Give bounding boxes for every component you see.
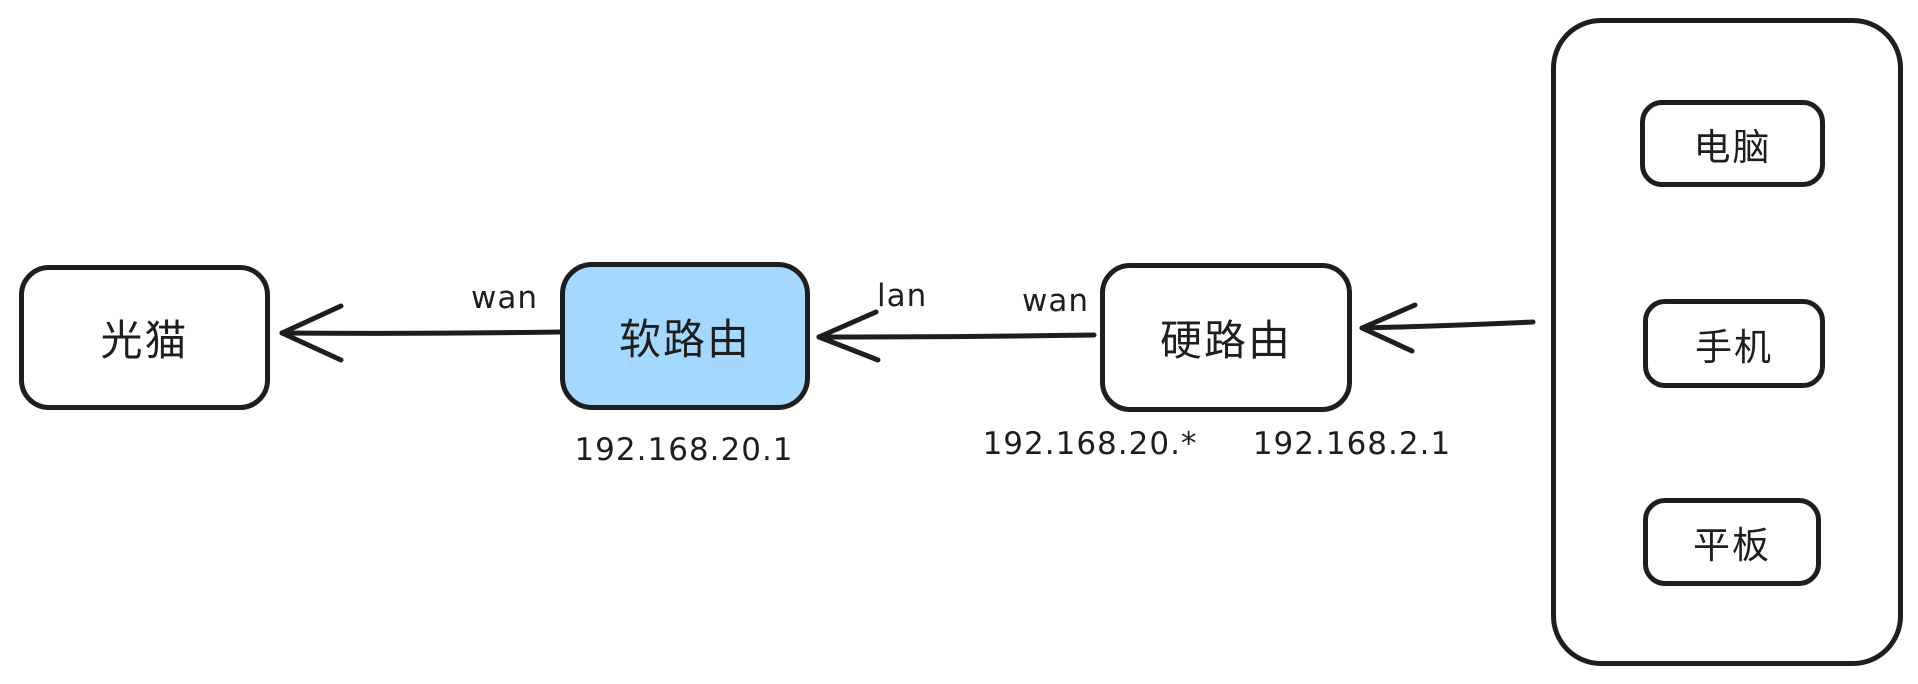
modem-label: 光猫: [100, 317, 189, 364]
wan-label-soft-side: wan: [471, 280, 538, 316]
arrow-devices-to-hard-router: [1359, 302, 1536, 354]
arrow-hard-router-to-soft-router: [816, 309, 1097, 363]
wan-label-hard-side: wan: [1022, 283, 1089, 319]
soft-router-node: 软路由: [560, 262, 810, 410]
computer-label: 电脑: [1693, 126, 1772, 168]
hard-router-lan-ip-label: 192.168.20.*: [982, 426, 1198, 462]
hard-router-label: 硬路由: [1159, 317, 1292, 364]
arrow-soft-router-to-modem: [279, 303, 563, 363]
phone-node: 手机: [1643, 299, 1825, 388]
devices-group: 电脑 手机 平板: [1551, 18, 1903, 666]
tablet-node: 平板: [1643, 498, 1821, 586]
tablet-label: 平板: [1693, 525, 1771, 566]
soft-router-ip-label: 192.168.20.1: [574, 432, 794, 468]
hard-router-node: 硬路由: [1100, 263, 1352, 412]
lan-label: lan: [877, 278, 928, 314]
soft-router-label: 软路由: [618, 315, 751, 363]
computer-node: 电脑: [1640, 100, 1825, 187]
hard-router-wan-ip-label: 192.168.2.1: [1252, 426, 1452, 462]
phone-label: 手机: [1695, 326, 1773, 368]
modem-node: 光猫: [19, 265, 270, 410]
